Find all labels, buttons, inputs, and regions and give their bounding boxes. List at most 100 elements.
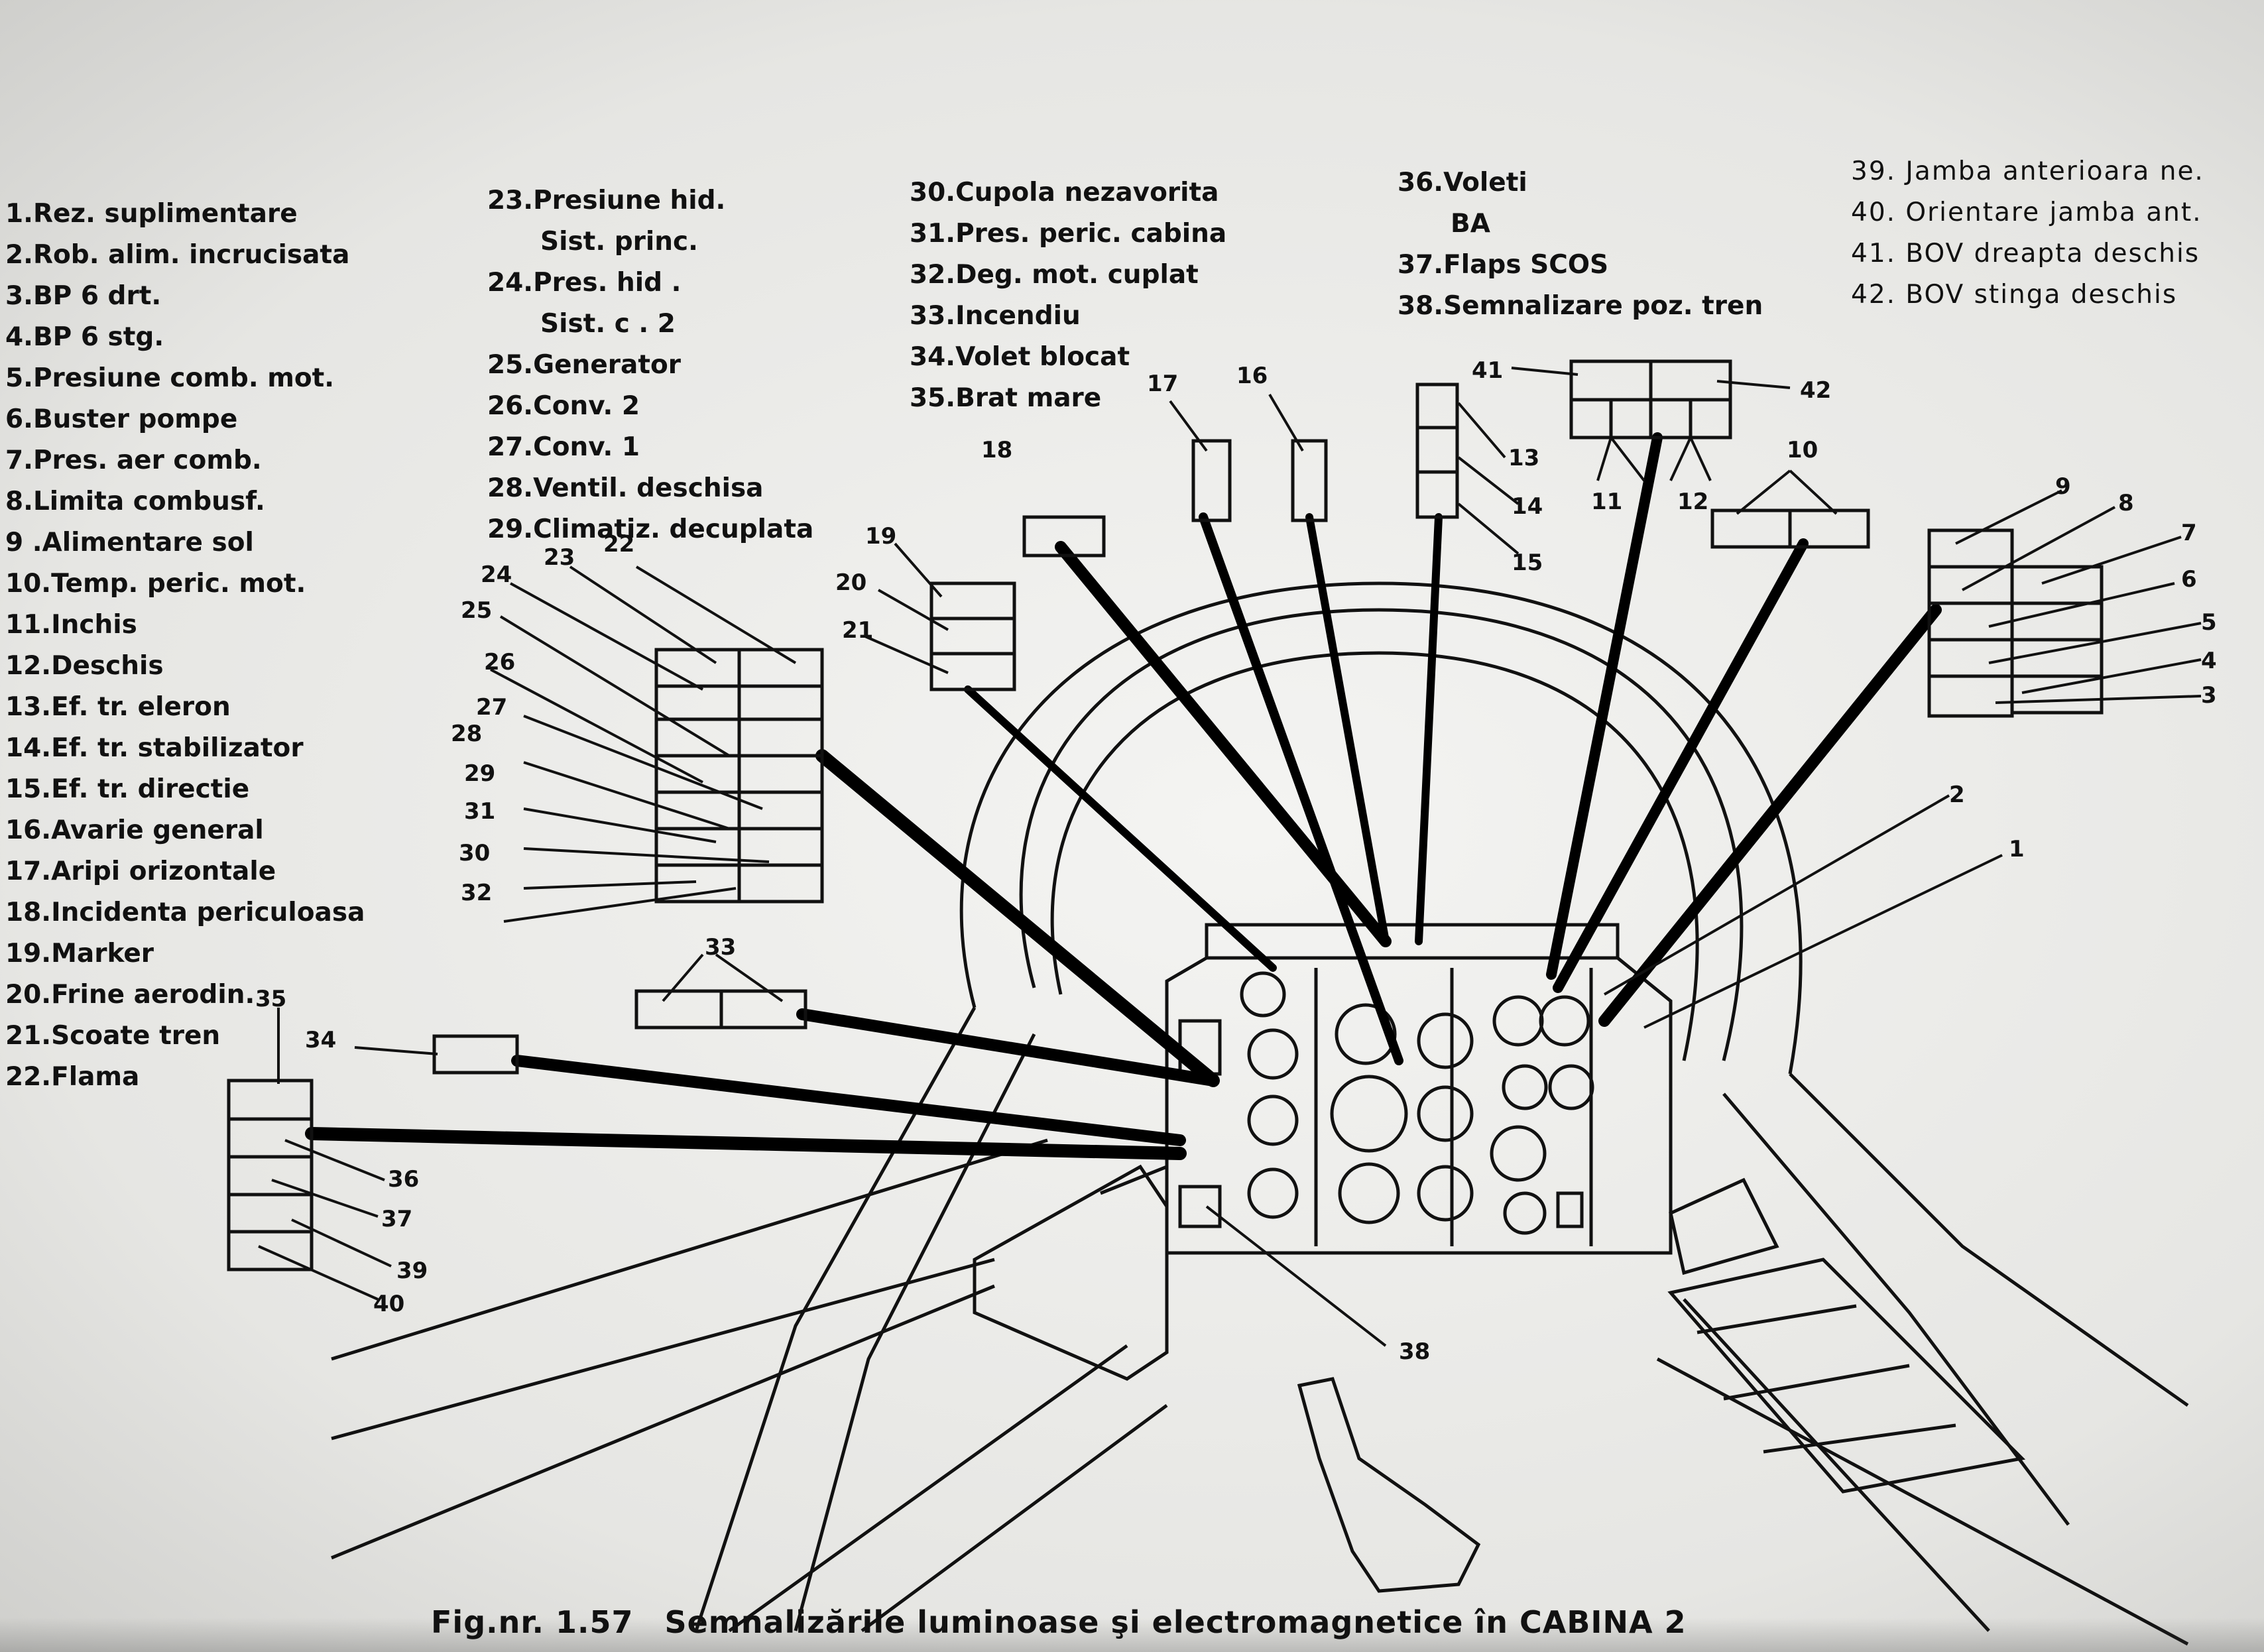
instrument-panel [1165, 956, 1673, 1255]
callout-17: 17 [1147, 371, 1178, 397]
callout-8: 8 [2118, 490, 2134, 516]
legend-item: 2.Rob. alim. incrucisata [5, 240, 350, 270]
callout-33: 33 [705, 934, 736, 961]
legend-item: 14.Ef. tr. stabilizator [5, 733, 304, 763]
callout-36: 36 [388, 1166, 419, 1193]
legend-item: 3.BP 6 drt. [5, 281, 162, 311]
scan-bottom-shadow [0, 1618, 2264, 1652]
callout-29: 29 [464, 760, 495, 787]
callout-13: 13 [1508, 445, 1539, 471]
callout-28: 28 [451, 721, 482, 747]
legend-column-5: 39. Jamba anterioara ne. 40. Orientare ja… [1851, 151, 2204, 316]
callout-18: 18 [981, 437, 1012, 463]
legend-item: 29.Climatiz. decuplata [487, 514, 814, 544]
legend-item: 6.Buster pompe [5, 404, 238, 434]
legend-item: 10.Temp. peric. mot. [5, 569, 306, 599]
legend-item: 24.Pres. hid . [487, 268, 682, 298]
indicator-box-35-40 [227, 1079, 314, 1271]
legend-item: 33.Incendiu [910, 301, 1081, 331]
legend-item: 23.Presiune hid. [487, 186, 726, 215]
callout-9: 9 [2055, 473, 2071, 500]
floor-rung-1 [1697, 1304, 1857, 1334]
legend-item: 15.Ef. tr. directie [5, 774, 250, 804]
callout-5: 5 [2201, 609, 2217, 636]
figure-number: Fig.nr. 1.57 [431, 1604, 634, 1640]
callout-35: 35 [255, 986, 286, 1012]
callout-numbers: 1 2 3 4 5 6 7 8 9 10 11 12 13 14 15 16 1… [255, 357, 2217, 1365]
legend-item: 17.Aripi orizontale [5, 856, 276, 886]
legend-column-2: 23.Presiune hid.Sist. princ.24.Pres. hid… [487, 180, 813, 550]
canopy-arch-outer [1019, 608, 1744, 1061]
perspective-line-6 [1656, 1357, 2189, 1646]
callout-32: 32 [461, 880, 492, 906]
callout-10: 10 [1787, 437, 1818, 463]
callout-3: 3 [2201, 682, 2217, 709]
legend-item: 25.Generator [487, 350, 681, 380]
callout-38: 38 [1399, 1338, 1430, 1365]
callout-37: 37 [381, 1206, 412, 1232]
perspective-line-4 [728, 1344, 1128, 1633]
legend-column-1: 1.Rez. suplimentare 2.Rob. alim. incrucis… [5, 194, 365, 1098]
callout-23: 23 [544, 544, 575, 571]
callout-26: 26 [484, 649, 515, 676]
figure-caption: Fig.nr. 1.57 Semnalizările luminoase şi … [431, 1604, 1687, 1640]
legend-item: 34.Volet blocat [910, 342, 1130, 372]
callout-25: 25 [461, 597, 492, 624]
indicator-box-13-15 [1415, 383, 1459, 519]
legend-item: 12.Deschis [5, 651, 164, 681]
legend-item: 37.Flaps SCOS [1398, 250, 1609, 280]
legend-item: 39. Jamba anterioara ne. [1851, 156, 2204, 186]
callout-16: 16 [1236, 363, 1268, 389]
perspective-line-1 [331, 1138, 1048, 1361]
callout-24: 24 [481, 561, 512, 588]
legend-item: 13.Ef. tr. eleron [5, 692, 231, 722]
floor-rung-3 [1763, 1423, 1956, 1454]
callout-2: 2 [1949, 782, 1965, 808]
figure-title: Semnalizările luminoase şi electromagnet… [664, 1604, 1687, 1640]
legend-item: 35.Brat mare [910, 383, 1102, 413]
perspective-line-2 [331, 1258, 995, 1441]
legend-item: 38.Semnalizare poz. tren [1398, 291, 1763, 321]
legend-item: 40. Orientare jamba ant. [1851, 198, 2202, 227]
callout-20: 20 [835, 569, 866, 596]
legend-item: 18.Incidenta periculoasa [5, 898, 365, 927]
legend-item: 27.Conv. 1 [487, 432, 640, 462]
callout-39: 39 [396, 1258, 428, 1284]
control-stick [1297, 1377, 1481, 1593]
legend-item: 1.Rez. suplimentare [5, 199, 298, 229]
callout-42: 42 [1800, 377, 1831, 404]
perspective-line-3 [331, 1284, 995, 1560]
legend-item: BA [1451, 209, 1490, 239]
legend-item: Sist. c . 2 [540, 309, 676, 339]
perspective-line-7 [1683, 1298, 1990, 1632]
legend-item: 42. BOV stinga deschis [1851, 280, 2178, 310]
callout-40: 40 [373, 1291, 404, 1317]
legend-item: 21.Scoate tren [5, 1021, 221, 1051]
legend-item: 28.Ventil. deschisa [487, 473, 764, 503]
legend-item: 9 .Alimentare sol [5, 528, 254, 558]
legend-item: 31.Pres. peric. cabina [910, 219, 1227, 249]
left-console [973, 1164, 1169, 1381]
legend-item: 5.Presiune comb. mot. [5, 363, 335, 393]
legend-item: 41. BOV dreapta deschis [1851, 239, 2200, 268]
callout-27: 27 [476, 694, 507, 721]
callout-12: 12 [1677, 489, 1708, 515]
callout-31: 31 [464, 798, 495, 825]
callout-34: 34 [305, 1027, 336, 1053]
callout-41: 41 [1472, 357, 1503, 384]
legend-item: 8.Limita combusf. [5, 487, 265, 516]
indicator-box-19-21 [929, 581, 1016, 691]
callout-21: 21 [842, 617, 873, 644]
callout-14: 14 [1512, 493, 1543, 520]
callout-11: 11 [1591, 489, 1622, 515]
callout-30: 30 [459, 840, 490, 866]
indicator-box-34 [432, 1034, 519, 1075]
perspective-line-5 [861, 1403, 1168, 1633]
legend-item: 22.Flama [5, 1062, 140, 1092]
indicator-box-17 [1191, 439, 1232, 522]
legend-item: 16.Avarie general [5, 815, 264, 845]
legend-item: 7.Pres. aer comb. [5, 445, 262, 475]
canopy-arch-inner [1050, 651, 1699, 1061]
